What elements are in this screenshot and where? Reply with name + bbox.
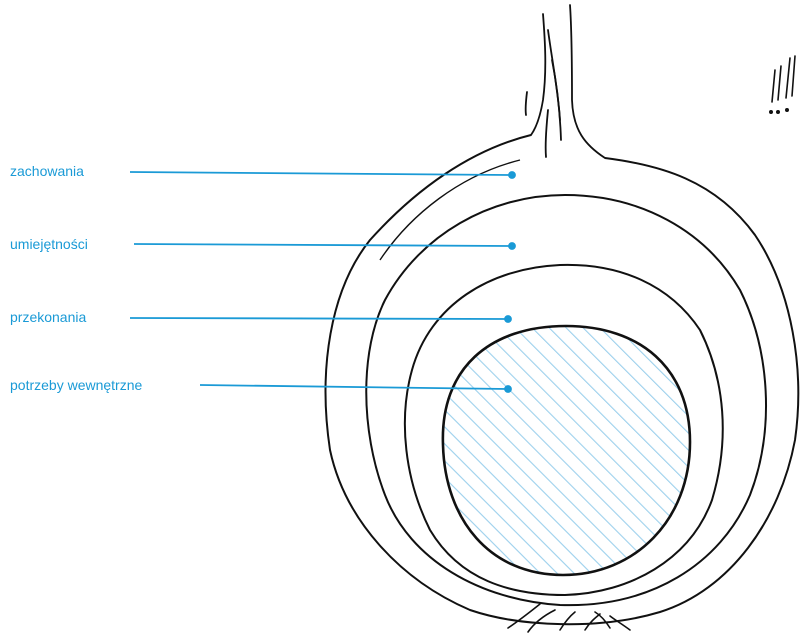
onion-stem: [526, 5, 605, 158]
label-skills: umiejętności: [10, 236, 88, 252]
pointer-dot-behaviors: [509, 172, 515, 178]
onion-core: [430, 315, 700, 585]
pointer-dot-skills: [509, 243, 515, 249]
pointer-dot-beliefs: [505, 316, 511, 322]
pointer-line-skills: [134, 244, 512, 246]
pointer-dot-needs: [505, 386, 511, 392]
pointer-lines: [130, 172, 515, 392]
exclamation-doodle: [770, 56, 795, 113]
pointer-line-behaviors: [130, 172, 512, 175]
label-behaviors: zachowania: [10, 163, 84, 179]
pointer-line-beliefs: [130, 318, 508, 319]
label-beliefs: przekonania: [10, 309, 86, 325]
onion-roots: [508, 604, 630, 632]
label-needs: potrzeby wewnętrzne: [10, 377, 142, 393]
